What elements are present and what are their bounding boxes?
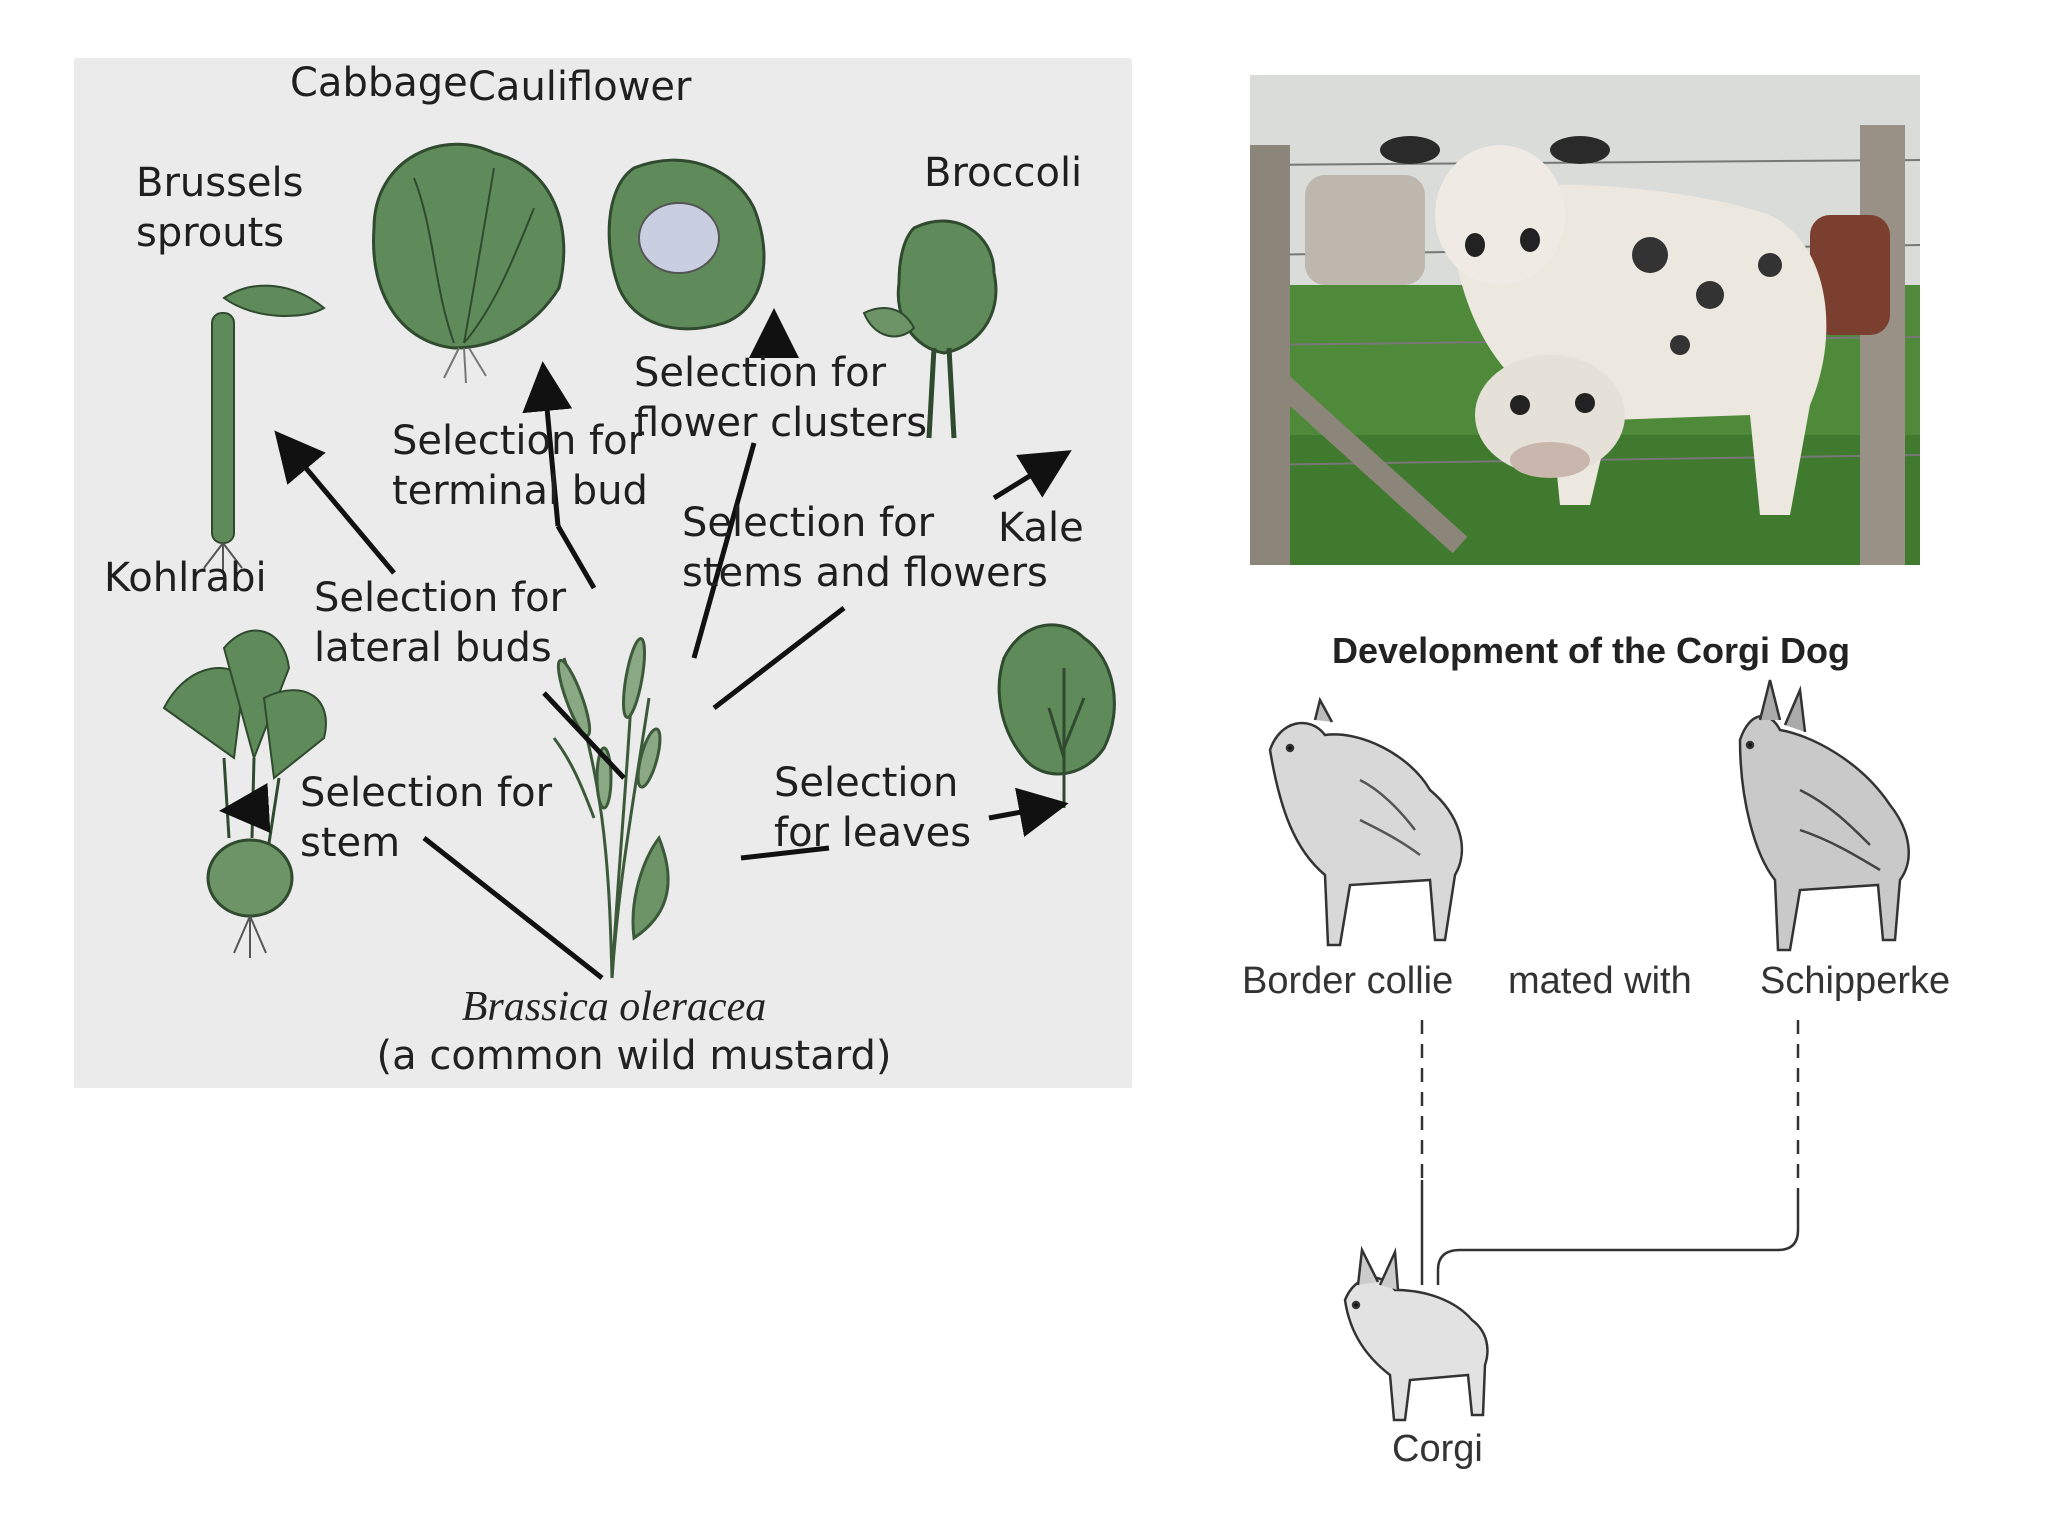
border-collie-icon <box>1268 696 1464 947</box>
corgi-diagram-title: Development of the Corgi Dog <box>1332 630 1851 671</box>
cattle-artwork <box>1250 75 1920 565</box>
corgi-icon <box>1343 1245 1489 1422</box>
label-mated-with: mated with <box>1508 960 1692 1002</box>
label-corgi: Corgi <box>1392 1428 1483 1470</box>
species-name: Brassica oleracea <box>461 984 767 1030</box>
corgi-diagram: Development of the Corgi Dog Border coll… <box>1240 620 1980 1500</box>
brassica-diagram: Cabbage Cauliflower Brussels sprouts Bro… <box>74 58 1132 1088</box>
lineage-lines <box>1420 1020 1800 1285</box>
corgi-artwork <box>1268 679 1910 1422</box>
brassica-artwork <box>162 142 1116 980</box>
label-selection-leaves: Selection for leaves <box>774 760 972 856</box>
cow-icon <box>1380 136 1827 515</box>
label-brussels-sprouts: Brussels sprouts <box>136 160 304 256</box>
label-cabbage: Cabbage <box>290 60 468 106</box>
label-selection-lateral-buds: Selection for lateral buds <box>314 575 567 671</box>
species-note: (a common wild mustard) <box>376 1033 892 1079</box>
label-kale: Kale <box>998 505 1084 551</box>
label-selection-flower-clusters: Selection for flower clusters <box>634 350 928 446</box>
label-selection-stems-flowers: Selection for stems and flowers <box>682 500 1048 596</box>
cattle-photo <box>1250 75 1920 565</box>
label-selection-terminal-bud: Selection for terminal bud <box>392 418 648 514</box>
label-cauliflower: Cauliflower <box>468 64 692 110</box>
cauliflower-icon <box>607 158 766 331</box>
label-schipperke: Schipperke <box>1760 960 1951 1002</box>
broccoli-icon <box>862 219 998 439</box>
label-border-collie: Border collie <box>1242 960 1454 1002</box>
label-broccoli: Broccoli <box>924 150 1083 196</box>
kohlrabi-icon <box>162 629 327 958</box>
kale-icon <box>997 623 1116 808</box>
brussels-sprouts-icon <box>203 284 326 573</box>
wild-mustard-plant-icon <box>552 637 670 979</box>
label-kohlrabi: Kohlrabi <box>104 555 267 601</box>
label-selection-stem: Selection for stem <box>300 770 553 866</box>
schipperke-icon <box>1738 679 1910 952</box>
cabbage-icon <box>372 142 566 384</box>
selection-arrows <box>219 308 1072 980</box>
